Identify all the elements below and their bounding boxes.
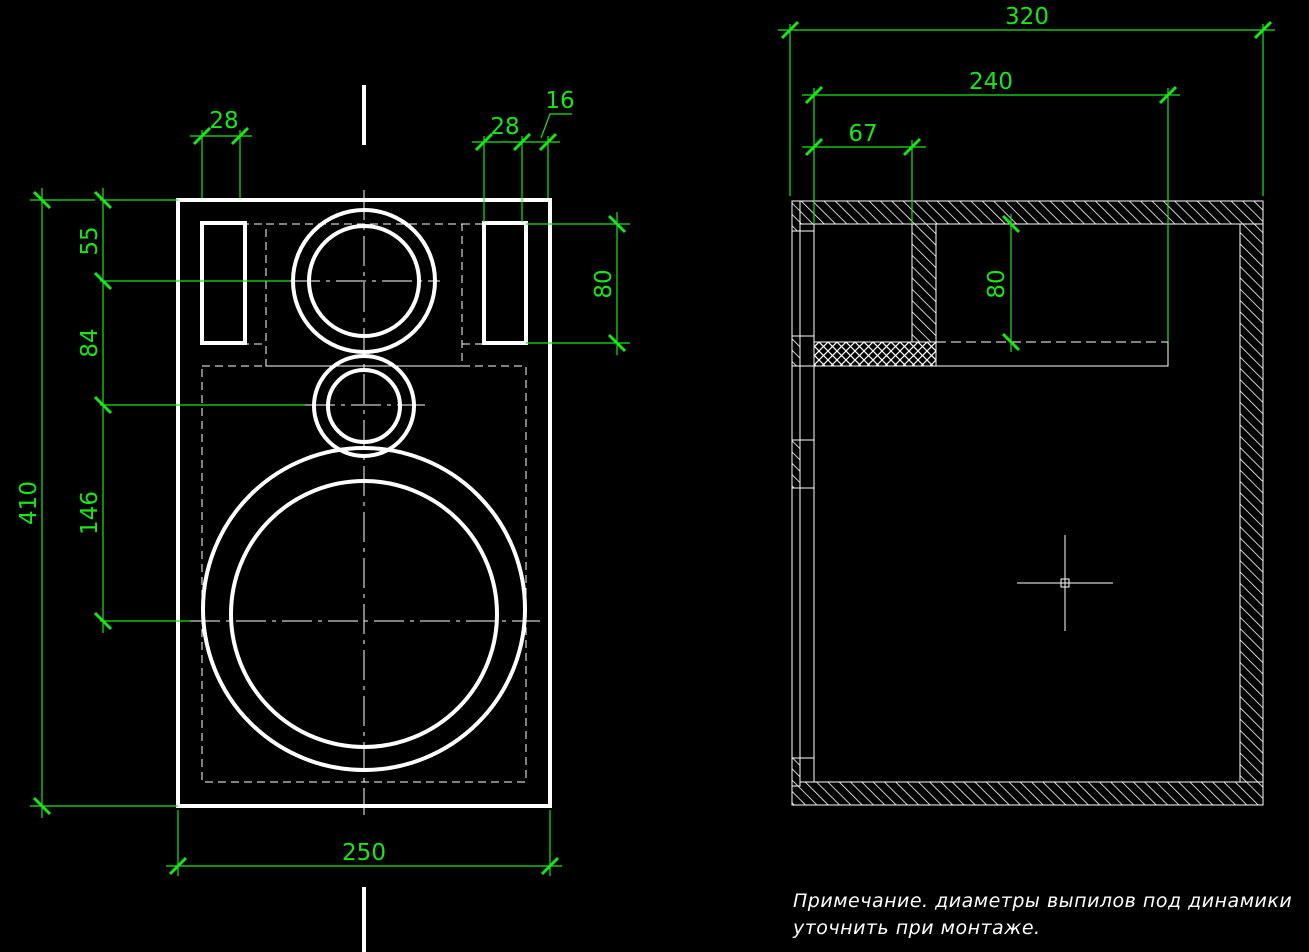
side-dimensions [778,20,1275,352]
front-baffle-top [791,200,801,232]
dim-top-to-tweeter: 55 [77,226,103,255]
dim-chamber-depth: 240 [969,69,1013,95]
back-wall [1239,223,1264,783]
dim-tweeter-to-midrange: 84 [77,328,103,357]
top-wall [791,200,1264,225]
side-view [791,200,1264,806]
dim-tweeter-height: 80 [591,269,617,298]
center-mark [1017,535,1113,631]
woofer-outer [201,446,527,772]
upper-driver-inner [307,224,421,338]
midrange-inner [326,368,402,444]
assembly-note: Примечание. диаметры выпилов под динамик… [793,888,1292,942]
note-line-1: Примечание. диаметры выпилов под динамик… [793,890,1293,912]
front-baffle-low [791,757,801,787]
upper-driver-outer [291,208,437,354]
dim-tweeter-width-right: 28 [490,114,519,140]
front-baffle-upper [791,335,801,367]
chamber-shelf [813,341,937,367]
side-dimension-labels: 320 240 67 80 [848,4,1049,299]
note-line-2: уточнить при монтаже. [793,917,1041,939]
right-tweeter-slot [482,221,528,345]
bottom-wall [791,781,1264,806]
front-dimensions [30,113,630,876]
front-baffle-mid [791,439,801,489]
dim-total-depth: 320 [1005,4,1049,30]
dim-total-height: 410 [16,481,42,525]
dim-total-width: 250 [342,840,386,866]
dim-tweeter-width-left: 28 [209,108,238,134]
front-wall [791,223,815,783]
inner-cavity [813,223,1241,783]
dim-wall-thickness: 16 [545,88,574,114]
left-tweeter-slot [200,221,247,345]
front-view [176,85,552,952]
front-dimension-labels: 28 28 16 55 84 146 410 250 80 [16,88,617,866]
center-lines [190,280,540,622]
midrange-outer [312,354,416,458]
chamber-partition [911,223,937,343]
dim-midrange-to-woofer: 146 [77,491,103,535]
dim-partition-offset: 67 [848,121,877,147]
dim-chamber-height: 80 [984,269,1010,298]
front-panel [176,198,552,808]
woofer-inner [229,479,499,749]
